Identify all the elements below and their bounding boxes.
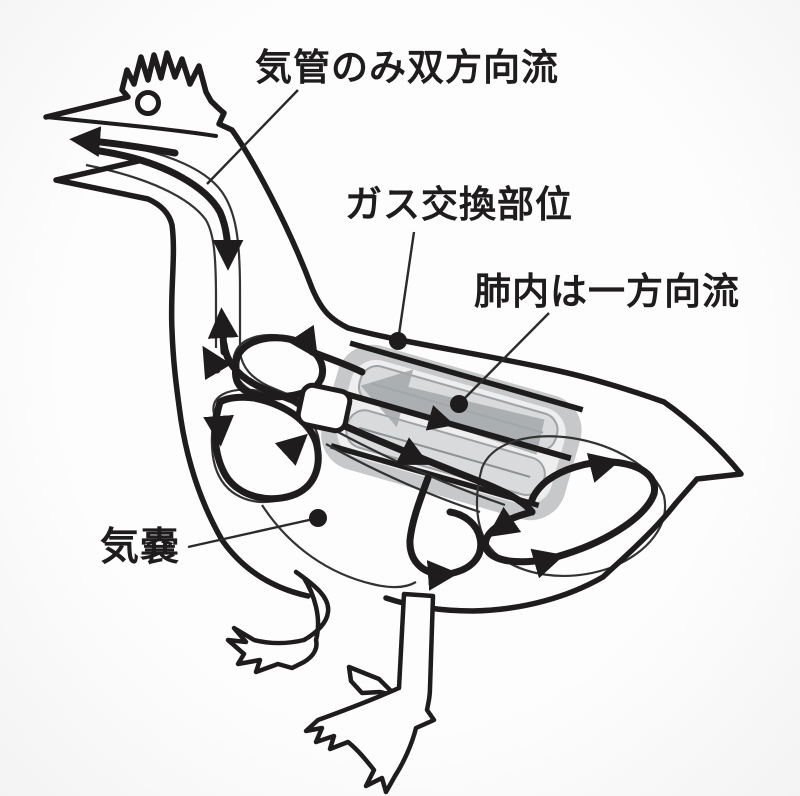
lung-gas-exchange-region bbox=[321, 340, 584, 521]
airflow-arrows bbox=[69, 126, 659, 591]
anterior-lower-loop bbox=[211, 393, 322, 503]
anterior-lower-loop-down-arrow bbox=[203, 414, 234, 447]
leader-dot-gas-exchange bbox=[389, 332, 407, 350]
label-gas-exchange-site: ガス交換部位 bbox=[345, 183, 573, 226]
airsac-to-trachea-arrow bbox=[202, 345, 232, 381]
right-leg-foot bbox=[303, 591, 437, 795]
anterior-lower-loop-up-arrow bbox=[274, 433, 308, 466]
trachea-tube-outer-edge bbox=[89, 139, 335, 415]
leader-air-sac-label bbox=[187, 516, 319, 549]
label-trachea-bidirectional-flow: 気管のみ双方向流 bbox=[255, 46, 559, 89]
left-foot-claw-fragment bbox=[346, 664, 399, 699]
posterior-loop bbox=[481, 458, 659, 566]
main-bronchus-flow bbox=[336, 420, 536, 516]
main-bronchus-arrow bbox=[395, 437, 430, 465]
eye bbox=[135, 90, 161, 116]
left-leg-foot bbox=[225, 569, 331, 675]
bronchus-tube-edge-2 bbox=[325, 443, 481, 514]
lower-beak-throat-chest-outline bbox=[53, 157, 311, 599]
head-comb-back-tail-outline bbox=[43, 50, 744, 614]
leader-lines bbox=[187, 89, 550, 549]
dorsobronchus-line bbox=[349, 340, 584, 413]
abdominal-loop-arrow bbox=[426, 560, 459, 591]
posterior-loop-top-arrow bbox=[586, 452, 621, 483]
leader-trachea-label bbox=[206, 89, 299, 185]
loop-to-lung-connector bbox=[308, 348, 366, 376]
anterior-upper-loop-arrow bbox=[232, 324, 318, 372]
label-air-sac: 気嚢 bbox=[100, 525, 181, 570]
upper-beak-mouth-line bbox=[44, 115, 218, 138]
label-lung-unidirectional-flow: 肺内は一方向流 bbox=[474, 270, 740, 313]
anterior-upper-loop-return bbox=[232, 348, 326, 401]
syrinx-junction bbox=[295, 382, 353, 434]
leader-lung-flow-label bbox=[458, 312, 550, 405]
mid-bronchus-arrow bbox=[425, 405, 455, 431]
bronchus-tube-edge-1 bbox=[333, 429, 506, 507]
legs bbox=[225, 569, 437, 795]
leader-gas-exchange-label bbox=[396, 231, 416, 342]
bird-body-outline bbox=[43, 50, 744, 614]
exhale-out-of-beak-arrow bbox=[69, 126, 179, 157]
posterior-loop-left-arrow bbox=[487, 506, 522, 538]
posterior-loop-bottom-arrow bbox=[530, 548, 565, 579]
leader-dots bbox=[309, 332, 468, 527]
leader-dot-lung-flow bbox=[450, 395, 468, 413]
leader-dot-air-sac bbox=[309, 509, 327, 527]
inhale-down-trachea-arrow bbox=[96, 147, 244, 271]
posterior-air-sac bbox=[475, 435, 667, 577]
ventral-air-sac-outline bbox=[261, 504, 417, 589]
